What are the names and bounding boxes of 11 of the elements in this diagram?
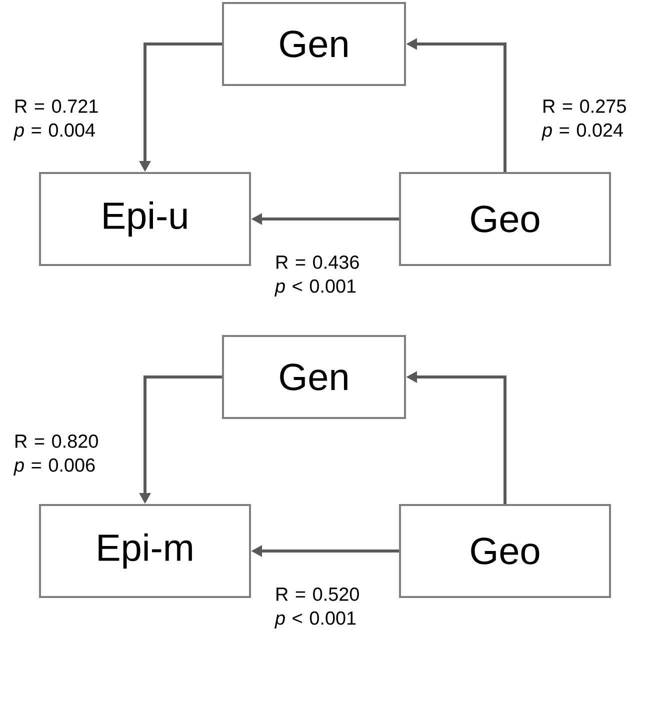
node-box: Gen: [222, 335, 406, 419]
node-box: Gen: [222, 2, 406, 86]
node-box: Geo: [399, 172, 611, 266]
node-box: Epi-u: [39, 172, 251, 266]
edge-label: R = 0.520 p < 0.001: [274, 586, 376, 630]
edge-label: R = 0.721 p = 0.004: [13, 98, 115, 142]
edge-label: R = 0.436 p < 0.001: [274, 254, 376, 298]
edge-label: R = 0.275 p = 0.024: [541, 98, 643, 142]
node-box: Epi-m: [39, 504, 251, 598]
edge-label: R = 0.820 p = 0.006: [13, 433, 115, 477]
node-box: Geo: [399, 504, 611, 598]
